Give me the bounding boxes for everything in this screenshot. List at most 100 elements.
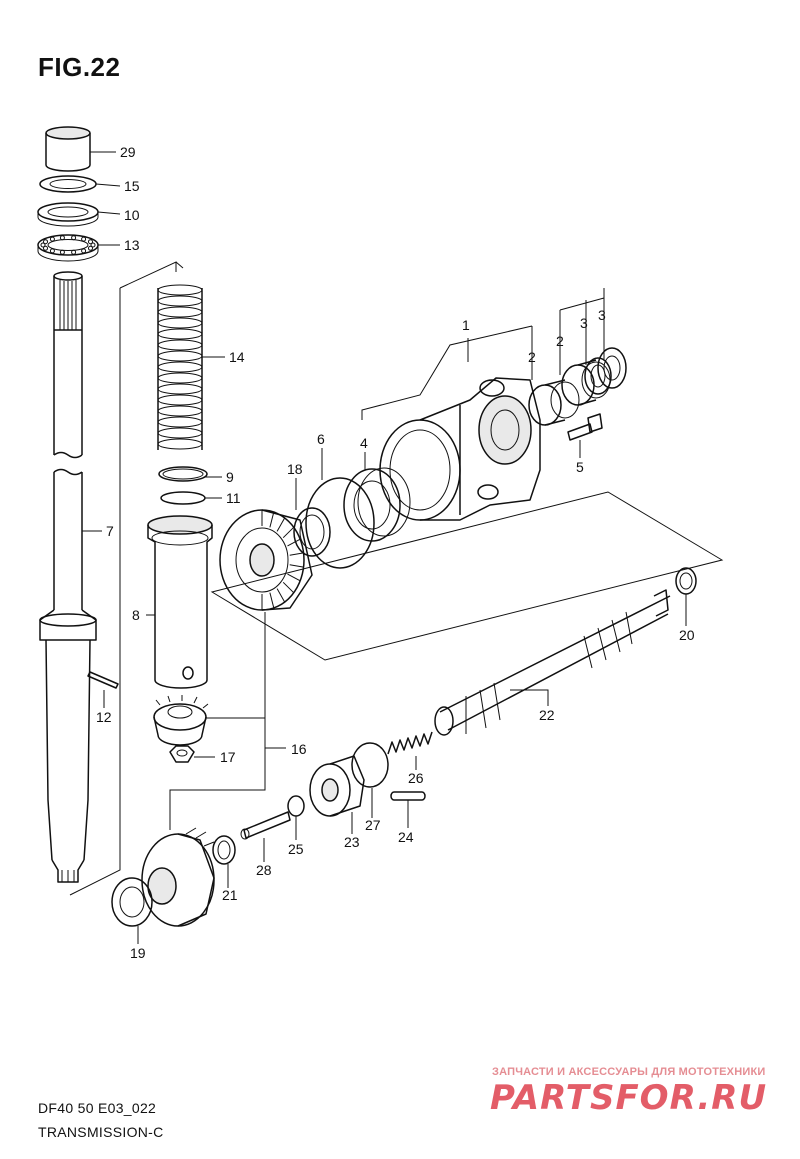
part-26-spring[interactable] — [387, 731, 433, 755]
bearing-roller — [71, 235, 77, 241]
callout-17[interactable]: 17 — [220, 749, 236, 765]
part-19-shim[interactable] — [111, 877, 153, 927]
spring-coil — [157, 295, 203, 307]
callout-19[interactable]: 19 — [130, 945, 146, 961]
spring-coil — [157, 416, 203, 428]
callout-15[interactable]: 15 — [124, 178, 140, 194]
leader-lines — [82, 151, 687, 944]
bearing-roller — [59, 249, 65, 255]
callout-14[interactable]: 14 — [229, 349, 245, 365]
spring-coil — [157, 405, 203, 417]
pinion-gear[interactable] — [153, 695, 209, 746]
spring-coil — [157, 328, 203, 340]
part-5-bolt[interactable] — [567, 413, 603, 441]
part-8-sleeve[interactable] — [147, 515, 213, 689]
callout-26[interactable]: 26 — [408, 770, 424, 786]
callout-4[interactable]: 4 — [360, 435, 368, 451]
part-16-forward-gear[interactable] — [219, 509, 313, 611]
part-6-o-ring[interactable] — [305, 477, 375, 569]
callout-1[interactable]: 1 — [462, 317, 470, 333]
part-29-bushing[interactable] — [45, 126, 91, 172]
part-9-o-ring[interactable] — [158, 466, 208, 482]
watermark-logo: PARTSFOR.RU — [490, 1078, 768, 1118]
gear-tooth — [289, 564, 304, 568]
gear-tooth — [269, 511, 275, 528]
part-24-cross-pin[interactable] — [390, 791, 426, 801]
bearing-roller — [59, 235, 65, 241]
bearing-roller — [43, 239, 48, 245]
callout-7[interactable]: 7 — [106, 523, 114, 539]
bearing-roller — [71, 249, 77, 255]
part-20-washer[interactable] — [675, 567, 697, 595]
figure-title: FIG.22 — [38, 52, 121, 82]
part-28-push-rod[interactable] — [240, 811, 291, 840]
callout-18[interactable]: 18 — [287, 461, 303, 477]
part-21-shim[interactable] — [212, 835, 236, 865]
reverse-gear[interactable] — [141, 827, 215, 927]
spring-coil — [157, 361, 203, 373]
bearing-roller — [90, 242, 96, 248]
callout-2a[interactable]: 2 — [528, 349, 536, 365]
callout-8[interactable]: 8 — [132, 607, 140, 623]
callout-2b[interactable]: 2 — [556, 333, 564, 349]
part-23-clutch[interactable] — [309, 755, 365, 817]
part-14-spring[interactable] — [157, 284, 203, 450]
part-15-washer[interactable] — [39, 175, 97, 193]
gear-tooth — [287, 538, 301, 547]
spring-coil — [157, 284, 203, 296]
part-27-clip-ring[interactable] — [351, 742, 389, 788]
spring-coil — [157, 394, 203, 406]
callout-3b[interactable]: 3 — [598, 307, 606, 323]
part-25-push-rod-cap[interactable] — [287, 795, 305, 817]
part-4-ball-bearing[interactable] — [343, 467, 411, 542]
gear-tooth — [287, 573, 301, 582]
diagram-name: TRANSMISSION-C — [38, 1124, 164, 1140]
spring-coil — [157, 372, 203, 384]
part-7-drive-shaft[interactable] — [39, 271, 97, 883]
callout-28[interactable]: 28 — [256, 862, 272, 878]
callout-12[interactable]: 12 — [96, 709, 112, 725]
part-3-oil-seal-b[interactable] — [597, 347, 627, 389]
part-22-propeller-shaft[interactable] — [434, 589, 671, 736]
bearing-roller — [81, 236, 87, 242]
bearing-roller — [88, 245, 93, 251]
part-2-needle-bearing-a[interactable] — [528, 379, 580, 426]
callout-3a[interactable]: 3 — [580, 315, 588, 331]
spring-coil — [157, 350, 203, 362]
part-18-shim[interactable] — [293, 507, 331, 557]
callout-23[interactable]: 23 — [344, 834, 360, 850]
callout-6[interactable]: 6 — [317, 431, 325, 447]
spring-coil — [157, 339, 203, 351]
part-10-washer[interactable] — [37, 202, 99, 227]
bearing-roller — [49, 236, 55, 242]
callout-20[interactable]: 20 — [679, 627, 695, 643]
spring-coil — [157, 438, 203, 450]
part-13-thrust-bearing[interactable] — [37, 234, 99, 262]
part-12-pin[interactable] — [87, 671, 119, 689]
diagram-code: DF40 50 E03_022 — [38, 1100, 157, 1116]
callout-29[interactable]: 29 — [120, 144, 136, 160]
callout-5[interactable]: 5 — [576, 459, 584, 475]
bearing-roller — [43, 245, 48, 251]
spring-coil — [157, 427, 203, 439]
bearing-roller — [81, 248, 87, 254]
callout-9[interactable]: 9 — [226, 469, 234, 485]
callout-22[interactable]: 22 — [539, 707, 555, 723]
gear-tooth — [276, 588, 286, 603]
callout-27[interactable]: 27 — [365, 817, 381, 833]
callout-16[interactable]: 16 — [291, 741, 307, 757]
bearing-roller — [40, 242, 46, 248]
spring-coil — [157, 306, 203, 318]
callout-10[interactable]: 10 — [124, 207, 140, 223]
part-17-nut[interactable] — [169, 745, 195, 763]
callout-13[interactable]: 13 — [124, 237, 140, 253]
part-11-snap-ring[interactable] — [160, 491, 206, 505]
callout-21[interactable]: 21 — [222, 887, 238, 903]
callout-24[interactable]: 24 — [398, 829, 414, 845]
bearing-roller — [49, 248, 55, 254]
callout-25[interactable]: 25 — [288, 841, 304, 857]
gear-tooth — [289, 552, 304, 556]
callout-11[interactable]: 11 — [226, 490, 241, 506]
watermark-slogan: ЗАПЧАСТИ И АКСЕССУАРЫ ДЛЯ МОТОТЕХНИКИ — [492, 1066, 766, 1078]
